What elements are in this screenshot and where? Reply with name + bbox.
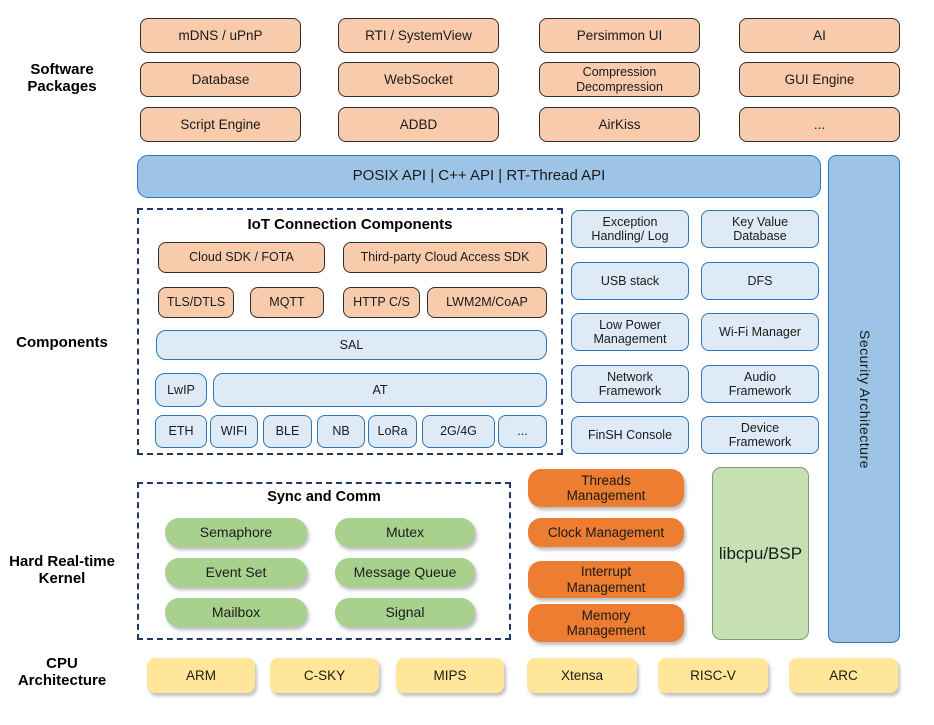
device-framework-box: Device Framework bbox=[701, 416, 819, 454]
sync-and-comm-title: Sync and Comm bbox=[267, 489, 381, 505]
cloud-sdk-fota-box: Cloud SDK / FOTA bbox=[158, 242, 325, 273]
at-box: AT bbox=[213, 373, 547, 407]
lwip-box: LwIP bbox=[155, 373, 207, 407]
interrupt-management-pill: Interrupt Management bbox=[528, 561, 684, 598]
usb-stack-box: USB stack bbox=[571, 262, 689, 300]
mailbox-pill: Mailbox bbox=[165, 598, 307, 627]
package-box-rti-systemview: RTI / SystemView bbox=[338, 18, 499, 53]
package-box-websocket: WebSocket bbox=[338, 62, 499, 97]
posix-api-bar: POSIX API | C++ API | RT-Thread API bbox=[137, 155, 821, 198]
finsh-console-box: FinSH Console bbox=[571, 416, 689, 454]
iot-connection-title: IoT Connection Components bbox=[247, 216, 453, 233]
wifi-manager-box: Wi-Fi Manager bbox=[701, 313, 819, 351]
link-nb-box: NB bbox=[317, 415, 365, 448]
third-party-cloud-sdk-box: Third-party Cloud Access SDK bbox=[343, 242, 547, 273]
message-queue-pill: Message Queue bbox=[335, 558, 475, 587]
section-label-cpu: CPU Architecture bbox=[17, 655, 107, 689]
mutex-pill: Mutex bbox=[335, 518, 475, 547]
link-2g4g-box: 2G/4G bbox=[422, 415, 495, 448]
memory-management-pill: Memory Management bbox=[528, 604, 684, 642]
http-cs-box: HTTP C/S bbox=[343, 287, 420, 318]
package-box-airkiss: AirKiss bbox=[539, 107, 700, 142]
package-box-database: Database bbox=[140, 62, 301, 97]
threads-management-pill: Threads Management bbox=[528, 469, 684, 507]
cpu-arc-box: ARC bbox=[789, 658, 898, 693]
package-box-ai: AI bbox=[739, 18, 900, 53]
cpu-arm-box: ARM bbox=[147, 658, 255, 693]
exception-handling-log-box: Exception Handling/ Log bbox=[571, 210, 689, 248]
security-architecture-bar: Security Architecture bbox=[828, 155, 900, 643]
package-box-more: ... bbox=[739, 107, 900, 142]
link-lora-box: LoRa bbox=[368, 415, 417, 448]
semaphore-pill: Semaphore bbox=[165, 518, 307, 547]
libcpu-bsp-box: libcpu/BSP bbox=[712, 467, 809, 640]
cpu-riscv-box: RISC-V bbox=[658, 658, 768, 693]
lwm2m-coap-box: LWM2M/CoAP bbox=[427, 287, 547, 318]
package-box-adbd: ADBD bbox=[338, 107, 499, 142]
cpu-mips-box: MIPS bbox=[396, 658, 504, 693]
iot-connection-box bbox=[137, 208, 563, 455]
link-eth-box: ETH bbox=[155, 415, 207, 448]
package-box-persimmon-ui: Persimmon UI bbox=[539, 18, 700, 53]
link-wifi-box: WIFI bbox=[210, 415, 258, 448]
cpu-xtensa-box: Xtensa bbox=[527, 658, 637, 693]
sal-box: SAL bbox=[156, 330, 547, 360]
section-label-components: Components bbox=[16, 334, 108, 351]
dfs-box: DFS bbox=[701, 262, 819, 300]
section-label-software-packages: Software Packages bbox=[27, 61, 97, 95]
link-ble-box: BLE bbox=[263, 415, 312, 448]
security-architecture-label: Security Architecture bbox=[856, 329, 873, 469]
tls-dtls-box: TLS/DTLS bbox=[158, 287, 234, 318]
link-more-box: ... bbox=[498, 415, 547, 448]
section-label-kernel: Hard Real-time Kernel bbox=[9, 553, 115, 587]
key-value-database-box: Key Value Database bbox=[701, 210, 819, 248]
sync-and-comm-box bbox=[137, 482, 511, 640]
audio-framework-box: Audio Framework bbox=[701, 365, 819, 403]
cpu-csky-box: C-SKY bbox=[270, 658, 379, 693]
clock-management-pill: Clock Management bbox=[528, 518, 684, 547]
network-framework-box: Network Framework bbox=[571, 365, 689, 403]
package-box-compression-decompression: Compression Decompression bbox=[539, 62, 700, 97]
package-box-mdns-upnp: mDNS / uPnP bbox=[140, 18, 301, 53]
event-set-pill: Event Set bbox=[165, 558, 307, 587]
signal-pill: Signal bbox=[335, 598, 475, 627]
package-box-script-engine: Script Engine bbox=[140, 107, 301, 142]
package-box-gui-engine: GUI Engine bbox=[739, 62, 900, 97]
low-power-management-box: Low Power Management bbox=[571, 313, 689, 351]
mqtt-box: MQTT bbox=[250, 287, 324, 318]
